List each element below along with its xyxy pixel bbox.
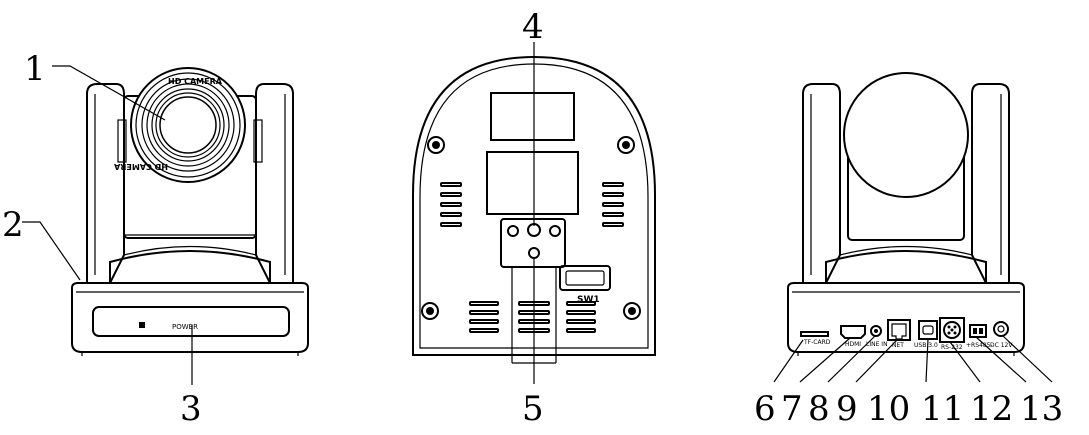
callout-12: 12 [970, 389, 1013, 429]
port-label-dc: DC 12V [990, 342, 1013, 349]
hdmi-port [840, 325, 866, 339]
callout-13: 13 [1020, 389, 1063, 429]
leader-13 [1002, 335, 1053, 383]
port-label-hdmi: HDMI [845, 341, 861, 348]
front-lens: HD CAMERA HD CAMERA [113, 67, 246, 183]
power-led-icon [139, 322, 145, 328]
callout-10: 10 [867, 389, 910, 429]
switch-label: SW1 [577, 295, 600, 305]
callout-5: 5 [522, 389, 544, 429]
bottom-screws [421, 136, 641, 320]
bottom-side-vents [440, 182, 624, 227]
line-in-jack [870, 325, 882, 337]
lens-ring-bottom-text: HD CAMERA [113, 162, 168, 171]
callout-6: 6 [754, 389, 776, 429]
callout-4: 4 [522, 7, 544, 47]
leader-9 [855, 339, 898, 383]
leader-6 [773, 339, 804, 383]
leader-12 [975, 336, 1027, 383]
callout-1: 1 [24, 49, 46, 89]
callout-11: 11 [921, 389, 964, 429]
tripod-mount-plate [500, 218, 566, 364]
usb-port [918, 320, 938, 340]
callout-2: 2 [2, 205, 24, 245]
callout-numbers: 1 2 3 4 5 6 7 8 9 10 11 12 13 [2, 7, 1063, 429]
rs232-port [939, 317, 965, 343]
dip-switch: SW1 [559, 265, 611, 305]
port-label-net: NET [892, 342, 904, 349]
port-label-rs485: +RS485- [966, 342, 993, 349]
leader-10 [925, 338, 929, 383]
net-port [887, 319, 911, 341]
leader-1 [52, 65, 166, 121]
port-label-tf-card: TF-CARD [803, 339, 831, 346]
bottom-rear-vents [469, 301, 596, 333]
lens-ring-top-text: HD CAMERA [168, 77, 223, 86]
callout-7: 7 [781, 389, 803, 429]
port-label-rs232: RS-232 [941, 344, 963, 351]
dc-power-jack [993, 321, 1009, 337]
front-base: POWER [71, 282, 309, 356]
front-arms [86, 83, 294, 284]
leader-7 [799, 337, 851, 383]
rear-ports: TF-CARD HDMI LINE IN NET USB 3.0 RS-232 [800, 317, 1013, 351]
front-view: POWER HD CAMERA [71, 67, 309, 356]
rs485-port [969, 324, 987, 338]
callout-8: 8 [808, 389, 830, 429]
rear-view: TF-CARD HDMI LINE IN NET USB 3.0 RS-232 [787, 72, 1025, 356]
callout-3: 3 [180, 389, 202, 429]
leader-2 [22, 221, 81, 281]
tf-card-slot [800, 331, 829, 337]
port-label-usb: USB 3.0 [914, 342, 938, 349]
leader-lines [22, 42, 1053, 385]
leader-11 [949, 341, 981, 383]
callout-9: 9 [836, 389, 858, 429]
leader-8 [827, 335, 876, 383]
port-label-line-in: LINE IN [866, 341, 888, 348]
power-label: POWER [172, 323, 198, 331]
